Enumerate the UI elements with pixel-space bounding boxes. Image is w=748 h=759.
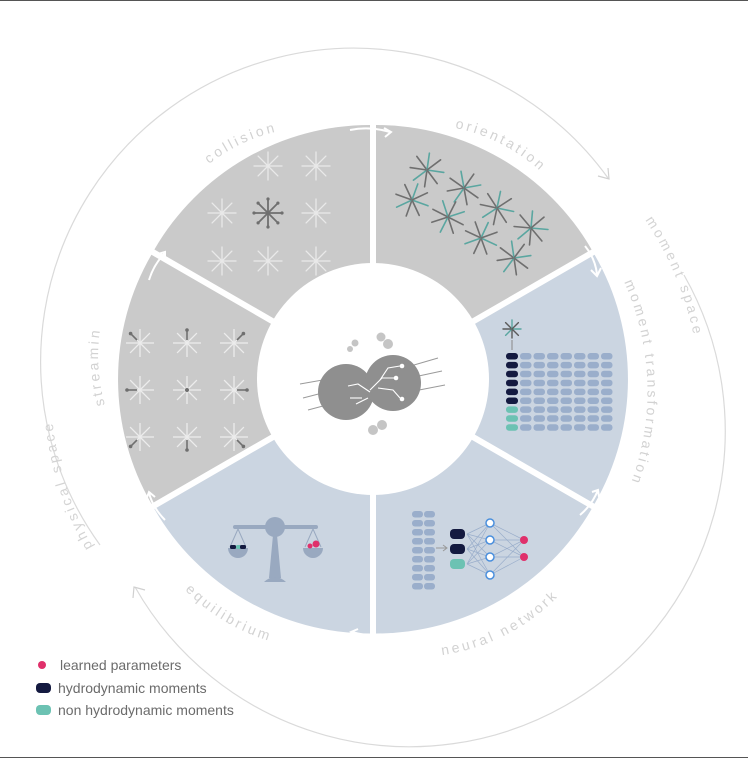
label-streaming: streaming (0, 0, 108, 408)
orientation-lattice-icons (395, 152, 549, 276)
lattice-star-icon (253, 151, 283, 181)
lattice-star-icon (502, 319, 522, 350)
legend-label: hydrodynamic moments (58, 679, 207, 696)
lattice-star-icon (301, 198, 331, 228)
moment-matrix (502, 319, 613, 431)
legend-item-non-hydrodynamic-moments: non hydrodynamic moments (36, 699, 234, 722)
label-moment-space: moment space (643, 213, 707, 338)
streaming-arrow-icon (126, 423, 154, 451)
streaming-arrow-icon (173, 376, 201, 404)
non-hydrodynamic-moment-swatch-icon (36, 705, 51, 716)
streaming-lattice-icons (125, 328, 249, 452)
moment-vector-icon (412, 511, 435, 590)
bottom-border (0, 757, 748, 758)
input-moments (450, 529, 465, 569)
streaming-arrow-icon (220, 423, 248, 451)
top-border (0, 0, 748, 1)
legend-item-hydrodynamic-moments: hydrodynamic moments (36, 677, 234, 700)
legend-label: non hydrodynamic moments (58, 702, 234, 719)
streaming-arrow-icon (173, 423, 201, 452)
lattice-star-icon (430, 200, 466, 234)
lattice-star-icon (207, 198, 237, 228)
label-physical-space: physical space (39, 420, 95, 553)
legend: learned parameters hydrodynamic moments … (36, 654, 234, 722)
streaming-arrow-icon (220, 329, 248, 357)
network-nodes (485, 518, 528, 580)
lattice-star-icon (253, 246, 283, 276)
lattice-star-icon (409, 152, 445, 188)
balance-scale-icon (228, 517, 323, 582)
legend-item-learned-parameters: learned parameters (36, 654, 234, 677)
lattice-star-icon (479, 190, 515, 226)
streaming-arrow-icon (220, 376, 249, 404)
lattice-star-icon (502, 319, 522, 339)
lattice-star-icon (464, 221, 498, 255)
learned-parameter-dot-icon (38, 661, 46, 670)
lattice-star-icon (301, 151, 331, 181)
lattice-star-icon (301, 246, 331, 276)
lattice-star-icon (513, 210, 549, 246)
hydrodynamic-moment-swatch-icon (36, 682, 51, 693)
streaming-arrow-icon (125, 376, 154, 404)
collision-lattice-icons (207, 151, 331, 276)
lattice-star-icon (395, 183, 429, 217)
lattice-star-icon (446, 170, 482, 206)
outer-ring (40, 47, 726, 748)
lattice-star-icon (496, 240, 532, 276)
outer-arrowheads (132, 167, 610, 599)
neural-network-graphic (412, 511, 528, 590)
hub-particles-icon (299, 332, 446, 435)
sector-moment-transformation (467, 254, 628, 504)
streaming-arrow-icon (126, 329, 154, 357)
streaming-arrow-icon (173, 328, 201, 357)
cycle-arrows (145, 127, 602, 638)
lattice-star-icon (207, 246, 237, 276)
lattice-star-icon (253, 198, 283, 228)
sector-equilibrium (154, 435, 370, 634)
legend-label: learned parameters (60, 657, 182, 674)
